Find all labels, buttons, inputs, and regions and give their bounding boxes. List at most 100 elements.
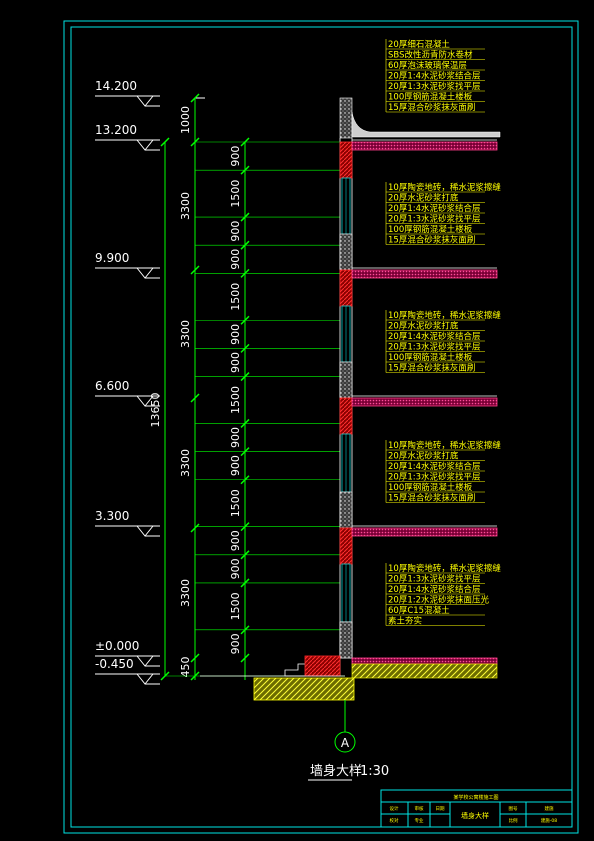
inner-dimension-label: 1500 [229, 592, 242, 620]
elevation-triangle [136, 267, 154, 279]
drawing-title: 墙身大样 [310, 763, 362, 779]
note-line: 20厚水泥砂浆打底 [388, 193, 459, 204]
inner-dimension-label: 900 [229, 633, 242, 654]
note-line: 20厚1:3水泥砂浆找平层 [388, 214, 481, 225]
elevation-label: ±0.000 [95, 639, 139, 653]
elevation-label: 13.200 [95, 123, 137, 137]
note-line: 10厚陶瓷地砖，稀水泥浆擦缝 [388, 563, 501, 574]
note-line: 20厚水泥砂浆打底 [388, 451, 459, 462]
floor-slab [351, 397, 498, 407]
window-sill-wall [339, 233, 353, 271]
note-line: 10厚陶瓷地砖，稀水泥浆擦缝 [388, 310, 501, 321]
floor-slab [351, 527, 498, 537]
elevation-triangle [136, 95, 154, 107]
title-block: 某学校公寓楼施工图 墙身大样 设计 校对 审核 专业 日期 图号 比例 建施 建… [380, 789, 573, 828]
wall-section [200, 97, 501, 701]
note-line: 20厚1:3水泥砂浆找平层 [388, 81, 481, 92]
inner-dimension-label: 900 [229, 455, 242, 476]
title-block-cell: 校对 [390, 817, 399, 824]
title-block-cell: 建施 [545, 805, 554, 812]
inner-dimension-label: 900 [229, 221, 242, 242]
note-line: 100厚钢筋混凝土楼板 [388, 352, 473, 363]
title-block-cell: 设计 [390, 805, 399, 812]
dimension-tick [190, 265, 200, 275]
drawing-scale: 1:30 [360, 764, 389, 779]
title-block-drawing-name: 墙身大样 [461, 811, 489, 820]
elevation-triangle [136, 525, 154, 537]
inner-dimension-label: 1500 [229, 283, 242, 311]
roof-build-up [351, 111, 501, 138]
title-block-cell: 建施-08 [541, 817, 557, 824]
note-line: 15厚混合砂浆抹灰面刷 [388, 102, 475, 113]
dimension-layer: 1000330033003300330045013650900150090090… [149, 93, 345, 681]
note-line: 100厚钢筋混凝土楼板 [388, 92, 473, 103]
inner-dimension-label: 900 [229, 427, 242, 448]
inner-dimension-label: 1500 [229, 386, 242, 414]
note-line: 15厚混合砂浆抹灰面刷 [388, 363, 475, 374]
total-dimension-label: 13650 [149, 393, 162, 428]
ground-sill-wall [339, 621, 353, 659]
window-sill-wall [339, 361, 353, 399]
window-sill-wall [339, 491, 353, 529]
note-line: 20厚1:4水泥砂浆结合层 [388, 461, 481, 472]
drawing-title-group: 墙身大样 1:30 [308, 763, 389, 781]
note-line: 15厚混合砂浆抹灰面刷 [388, 493, 475, 504]
title-block-cell: 比例 [509, 817, 518, 824]
dimension-tick [160, 137, 170, 147]
note-line: 20厚水泥砂浆打底 [388, 321, 459, 332]
parapet [339, 97, 353, 139]
outer-dimension-label: 3300 [179, 449, 192, 477]
note-line: 20厚1:3水泥砂浆找平层 [388, 574, 481, 585]
inner-dimension-label: 900 [229, 558, 242, 579]
title-block-cell: 专业 [415, 817, 424, 824]
inner-dimension-label: 900 [229, 324, 242, 345]
elevation-label: 6.600 [95, 379, 129, 393]
note-line: 15厚混合砂浆抹灰面刷 [388, 235, 475, 246]
outer-frame [63, 20, 579, 834]
note-line: 60厚C15混凝土 [388, 605, 450, 616]
dimension-tick [190, 653, 200, 663]
note-line: 20厚1:3水泥砂浆找平层 [388, 472, 481, 483]
note-line: 20厚1:3水泥砂浆找平层 [388, 342, 481, 353]
elevation-triangle [136, 139, 154, 151]
floor-slab [351, 269, 498, 279]
outer-dimension-label: 1000 [179, 106, 192, 134]
note-line: 20厚1:2水泥砂浆抹面压光 [388, 595, 489, 606]
dimension-tick [240, 653, 250, 663]
note-line: 10厚陶瓷地砖，稀水泥浆擦缝 [388, 182, 501, 193]
ring-beam [339, 141, 353, 179]
note-line: 20厚1:4水泥砂浆结合层 [388, 584, 481, 595]
title-block-project: 某学校公寓楼施工图 [453, 794, 498, 801]
outer-dimension-label: 3300 [179, 320, 192, 348]
note-line: 20厚1:4水泥砂浆结合层 [388, 331, 481, 342]
floor-slab [351, 141, 498, 151]
note-line: 20厚1:4水泥砂浆结合层 [388, 203, 481, 214]
note-line: 20厚细石混凝土 [388, 39, 450, 50]
ring-beam [339, 269, 353, 307]
inner-dimension-label: 900 [229, 146, 242, 167]
ring-beam [339, 527, 353, 565]
inner-dimension-label: 900 [229, 352, 242, 373]
note-line: SBS改性沥青防水卷材 [388, 50, 473, 61]
foundation-beam [304, 655, 341, 677]
elevation-label: 14.200 [95, 79, 137, 93]
note-line: 100厚钢筋混凝土楼板 [388, 482, 473, 493]
elevation-triangle [136, 655, 154, 667]
outer-dimension-label: 3300 [179, 579, 192, 607]
elevation-triangle [136, 673, 154, 685]
dimension-tick [190, 523, 200, 533]
ring-beam [339, 397, 353, 435]
note-line: 10厚陶瓷地砖，稀水泥浆擦缝 [388, 440, 501, 451]
title-block-cell: 审核 [415, 805, 424, 812]
elevation-label: 3.300 [95, 509, 129, 523]
note-line: 20厚1:4水泥砂浆结合层 [388, 71, 481, 82]
axis-label: A [341, 736, 350, 750]
ground-floor-finish [351, 657, 498, 665]
title-block-cell: 日期 [436, 806, 445, 812]
foundation-soil [253, 677, 355, 701]
note-line: 60厚泡沫玻璃保温层 [388, 60, 467, 71]
inner-dimension-label: 900 [229, 249, 242, 270]
construction-notes: 20厚细石混凝土SBS改性沥青防水卷材60厚泡沫玻璃保温层20厚1:4水泥砂浆结… [385, 39, 501, 627]
